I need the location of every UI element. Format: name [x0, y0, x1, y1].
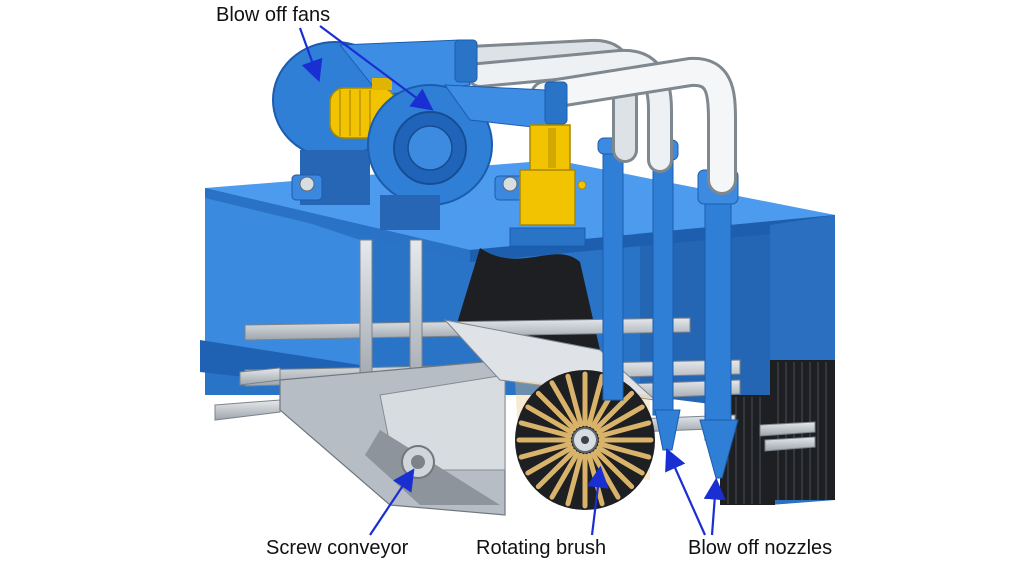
label-blow-off-fans: Blow off fans [216, 4, 331, 26]
arrow-fans-front [319, 25, 434, 111]
arrow-nozzle-right [703, 477, 726, 536]
brush-bristle [596, 404, 645, 435]
brush-bristle [596, 445, 645, 476]
rotating-brush [515, 370, 655, 510]
brush-bristle [525, 445, 574, 476]
arrow-nozzle-left [665, 447, 707, 536]
brush-bristle [593, 448, 635, 490]
brush-bristle [535, 448, 577, 490]
brush-bristle [597, 441, 652, 460]
arrow-fans-rear [298, 27, 323, 83]
arrow-rotating-brush [586, 465, 609, 536]
brush-bristle [597, 420, 652, 439]
screw-conveyor [279, 359, 506, 516]
brush-bristle [518, 420, 573, 439]
brush-bristle [565, 373, 584, 428]
brush-bristle [549, 380, 580, 429]
brush-bristle [535, 390, 577, 432]
brush-bristle [549, 451, 580, 500]
arrow-screw-conveyor [369, 468, 415, 536]
label-screw-conveyor: Screw conveyor [266, 537, 409, 559]
label-blow-off-nozzles: Blow off nozzles [688, 537, 833, 559]
label-rotating-brush: Rotating brush [476, 537, 607, 559]
blow-off-fan-front [367, 81, 568, 230]
yellow-actuator [509, 124, 587, 247]
bearing-blocks [291, 174, 526, 201]
brush-bristle [525, 404, 574, 435]
air-ducts [457, 38, 737, 195]
callout-arrows [298, 25, 726, 536]
brush-bristle [586, 373, 605, 428]
brush-bristle [518, 441, 573, 460]
brush-bristle [593, 390, 635, 432]
brush-bristle [565, 452, 584, 507]
